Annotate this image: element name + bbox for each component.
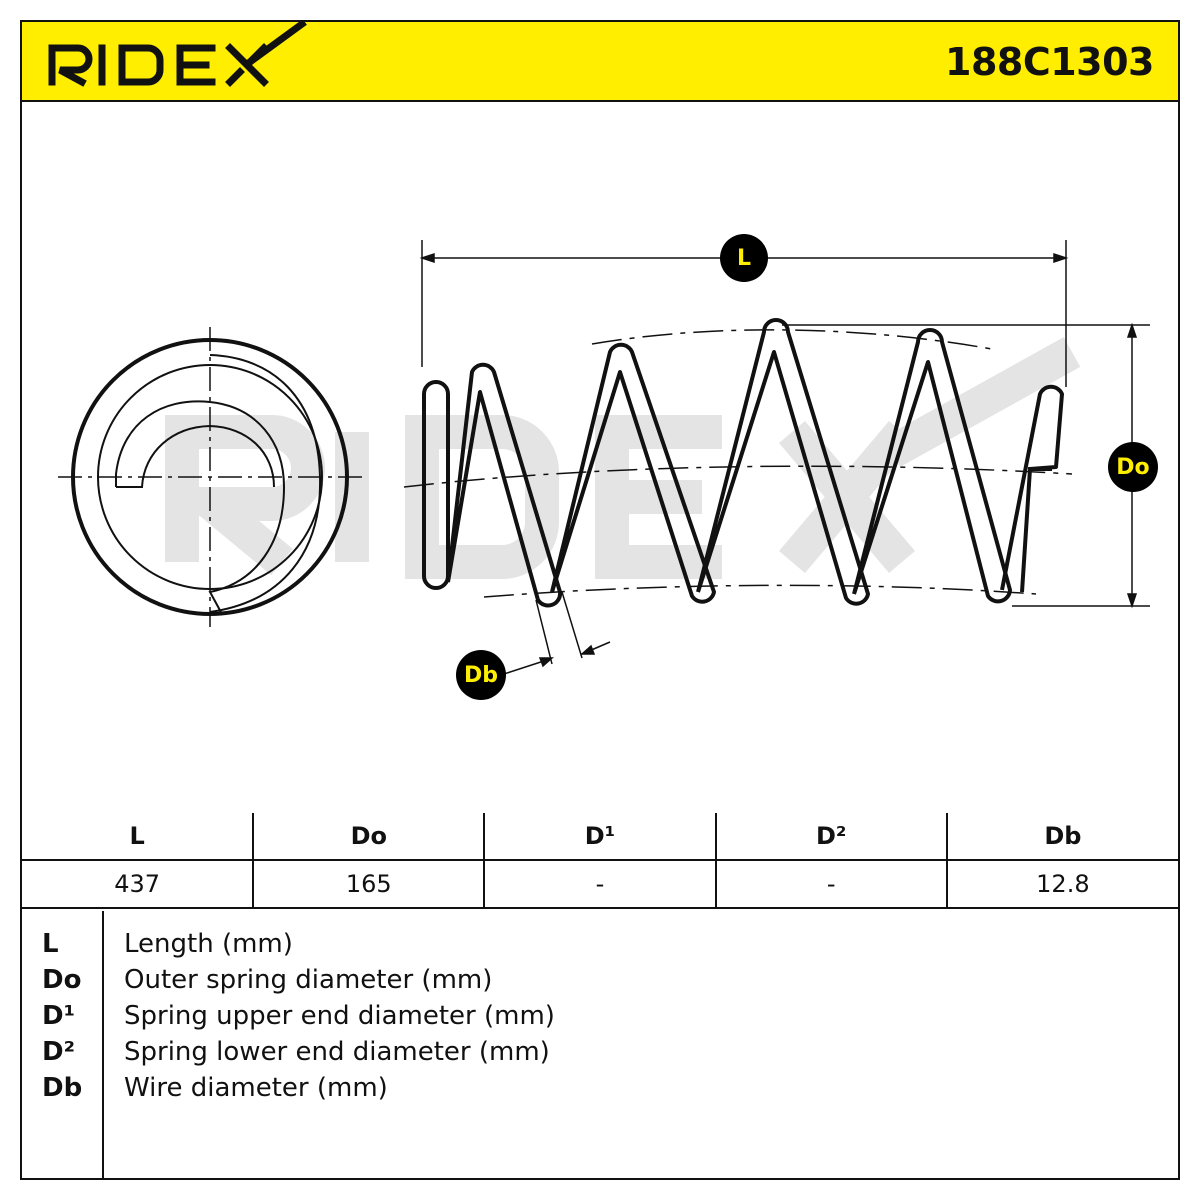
spec-header-cell: D¹: [483, 813, 717, 861]
legend-row: Do Outer spring diameter (mm): [22, 965, 1178, 1001]
spec-value-cell: 437: [22, 859, 255, 909]
watermark-logo: [164, 337, 1081, 579]
spring-end-view: [58, 327, 362, 627]
spec-table-header-row: L Do D¹ D² Db: [22, 813, 1178, 861]
legend-abbr: L: [42, 929, 59, 959]
legend-desc: Spring upper end diameter (mm): [124, 1001, 555, 1031]
spec-value-cell: 12.8: [945, 859, 1178, 909]
outer-diameter-dimension: [782, 322, 1150, 609]
spec-header-cell: Do: [252, 813, 486, 861]
legend-abbr: Do: [42, 965, 82, 995]
part-number: 188C1303: [945, 40, 1154, 84]
legend-desc: Length (mm): [124, 929, 293, 959]
legend-row: Db Wire diameter (mm): [22, 1073, 1178, 1109]
legend-desc: Wire diameter (mm): [124, 1073, 388, 1103]
legend-row: D¹ Spring upper end diameter (mm): [22, 1001, 1178, 1037]
wire-diameter-dimension: [503, 591, 611, 675]
legend-abbr: D²: [42, 1037, 75, 1067]
spec-header-cell: L: [22, 813, 255, 861]
brand-logo: [48, 22, 307, 87]
spec-value-cell: 165: [252, 859, 486, 909]
center-lines: [403, 329, 1073, 598]
legend-divider: [102, 911, 104, 1178]
legend-row: D² Spring lower end diameter (mm): [22, 1037, 1178, 1073]
legend-desc: Outer spring diameter (mm): [124, 965, 493, 995]
legend-abbr: D¹: [42, 1001, 75, 1031]
length-badge: L: [720, 234, 768, 282]
wire-diameter-badge: Db: [456, 650, 506, 700]
outer-diameter-badge: Do: [1108, 442, 1158, 492]
spec-value-cell: -: [714, 859, 948, 909]
spec-table: L Do D¹ D² Db 437 165 - - 12.8: [22, 813, 1178, 909]
spec-header-cell: Db: [945, 813, 1178, 861]
legend-row: L Length (mm): [22, 929, 1178, 965]
spec-table-value-row: 437 165 - - 12.8: [22, 859, 1178, 909]
legend-abbr: Db: [42, 1073, 83, 1103]
legend-desc: Spring lower end diameter (mm): [124, 1037, 550, 1067]
spring-drawing: [58, 240, 1150, 675]
header-bar: 188C1303: [22, 22, 1178, 102]
spec-sheet: 188C1303: [20, 20, 1180, 1180]
spec-value-cell: -: [483, 859, 717, 909]
spec-header-cell: D²: [714, 813, 948, 861]
legend: L Length (mm) Do Outer spring diameter (…: [22, 911, 1178, 1178]
